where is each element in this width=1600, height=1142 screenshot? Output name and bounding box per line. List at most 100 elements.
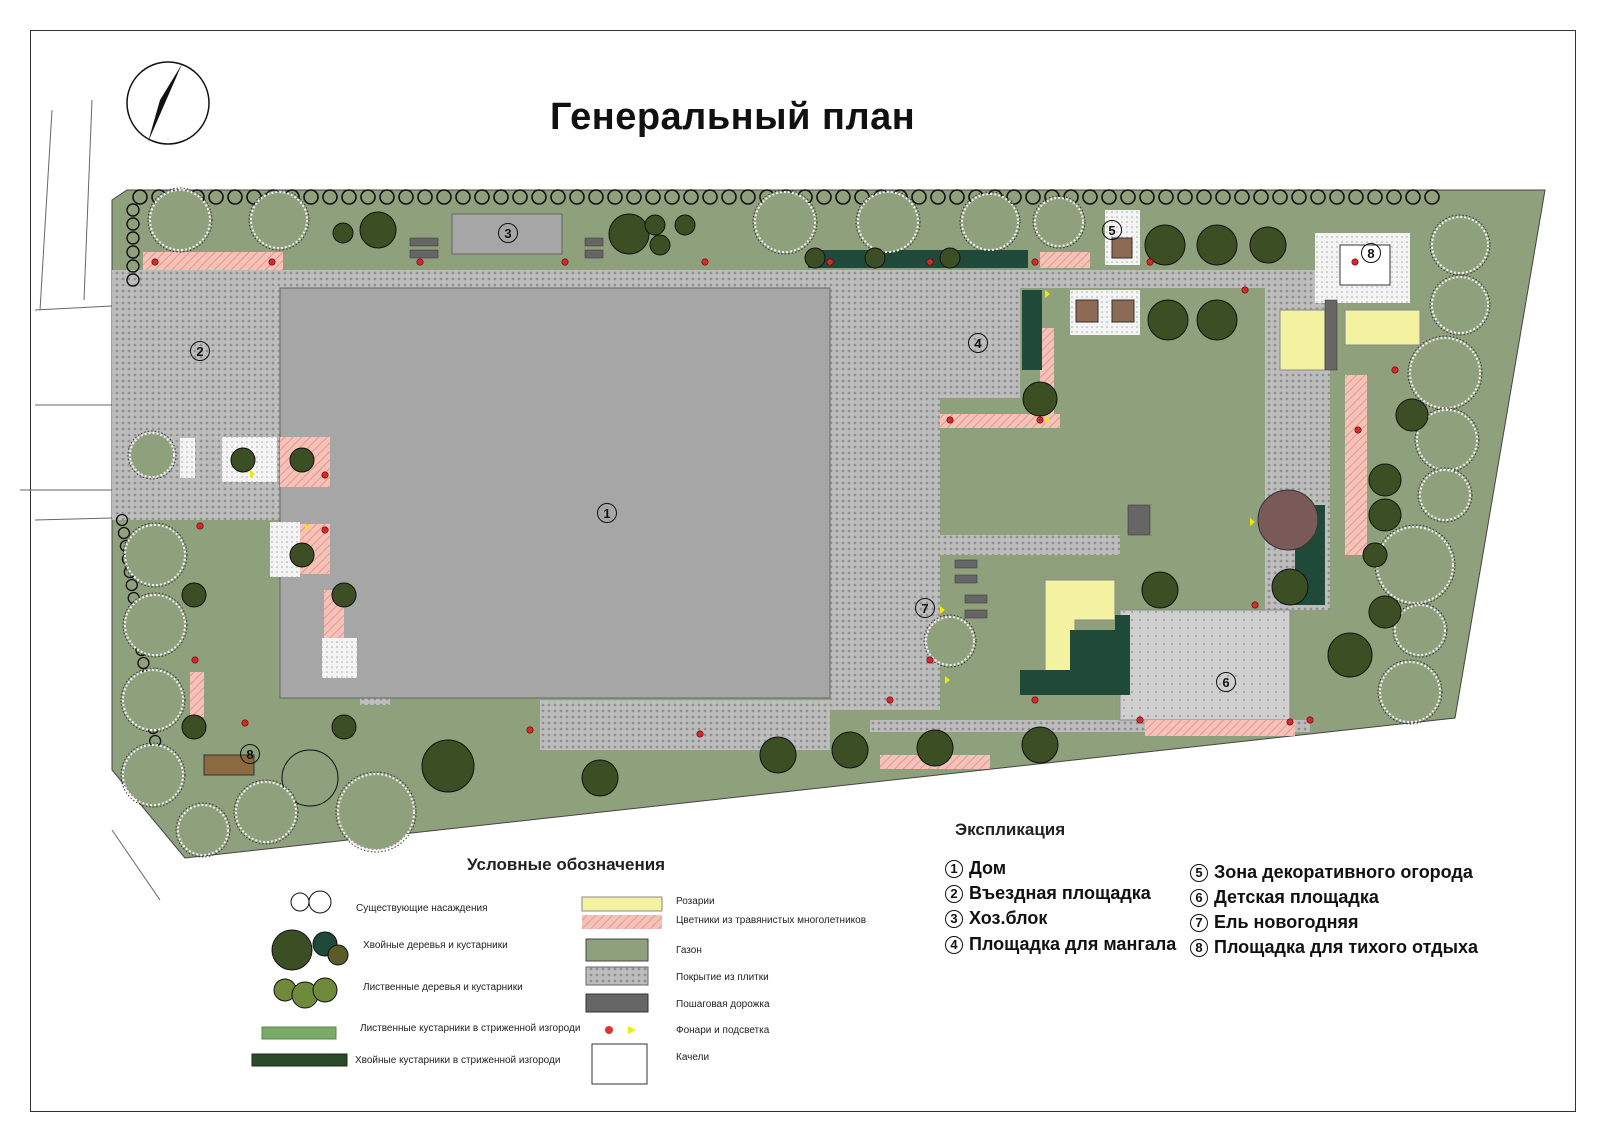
hedge-shrub-icon (1405, 189, 1421, 205)
hedge-shrub-icon (1025, 189, 1041, 205)
conifer-tree-icon (1021, 726, 1059, 764)
legend-existing-trees: Существующие насаждения (356, 903, 488, 914)
drawing-frame (30, 30, 1576, 1112)
hedge-shrub-icon (341, 189, 357, 205)
hedge-shrub-icon (1215, 189, 1231, 205)
hedge-shrub-icon (1177, 189, 1193, 205)
hedge-shrub-icon (1424, 189, 1440, 205)
gazebo (1257, 489, 1319, 551)
deciduous-tree-outline (122, 592, 188, 658)
plan-marker-rest-sw: 8 (240, 744, 260, 764)
conifer-tree-icon (1368, 463, 1402, 497)
hedge-shrub-icon (1234, 189, 1250, 205)
hedge-shrub-icon (930, 189, 946, 205)
lamp-icon (191, 656, 199, 664)
page-title: Генеральный план (550, 96, 916, 138)
deciduous-tree-icon (149, 189, 211, 251)
lamp-icon (526, 726, 534, 734)
lamp-icon (1286, 718, 1294, 726)
legend-conifers: Хвойные деревья и кустарники (363, 940, 508, 951)
conifer-tree-icon (649, 234, 671, 256)
conifer-tree-icon (1362, 542, 1388, 568)
conifer-tree-icon (674, 214, 696, 236)
vegetable-boxes (1075, 237, 1135, 323)
conifer-tree-icon (1141, 571, 1179, 609)
hedge-shrub-icon (1253, 189, 1269, 205)
lamp-icon (151, 258, 159, 266)
conifer-tree-icon (1022, 381, 1058, 417)
plan-marker-garden: 5 (1102, 220, 1122, 240)
deciduous-tree-icon (337, 773, 415, 851)
hedge-shrub-icon (1329, 189, 1345, 205)
conifer-tree-icon (831, 731, 869, 769)
conifer-tree-icon (359, 211, 397, 249)
lamp-icon (1306, 716, 1314, 724)
conifer-tree-icon (916, 729, 954, 767)
hedge-shrub-icon (645, 189, 661, 205)
conifer-tree-icon (181, 714, 207, 740)
legend-title: Условные обозначения (467, 855, 666, 874)
hedge-shrub-icon (664, 189, 680, 205)
street-lines (20, 99, 161, 901)
hedge-shrub-icon (398, 189, 414, 205)
conifer-tree-icon (421, 739, 475, 793)
conifer-tree-icon (1196, 299, 1238, 341)
deciduous-tree-outline (1429, 214, 1491, 276)
legend-tile: Покрытие из плитки (676, 972, 769, 983)
hedge-shrub-icon (126, 259, 140, 273)
deciduous-tree-icon (754, 191, 816, 253)
lamp-icon (926, 656, 934, 664)
deciduous-tree-outline (1374, 524, 1456, 606)
hedge-shrub-icon (740, 189, 756, 205)
legend-lawn: Газон (676, 945, 702, 956)
hedge-shrub-icon (1386, 189, 1402, 205)
deciduous-tree-outline (1417, 467, 1473, 523)
deciduous-tree-icon (961, 193, 1019, 251)
hedge-shrub-icon (360, 189, 376, 205)
hedge-shrub-icon (1272, 189, 1288, 205)
hedge-shrub-icon (1120, 189, 1136, 205)
lamp-icon (1351, 258, 1359, 266)
hedge-shrub-icon (379, 189, 395, 205)
lamp-icon (1241, 286, 1249, 294)
deciduous-tree-outline (233, 779, 299, 845)
deciduous-tree-outline (923, 614, 977, 668)
plan-marker-entry: 2 (190, 341, 210, 361)
hedge-shrub-icon (115, 513, 129, 527)
spotlight-icon (1250, 518, 1255, 526)
deciduous-tree-icon (235, 781, 297, 843)
hedge-shrub-icon (569, 189, 585, 205)
hedge-shrub-icon (132, 189, 148, 205)
conifer-tree-icon (1196, 224, 1238, 266)
hedge-shrub-icon (455, 189, 471, 205)
conifer-tree-icon (331, 582, 357, 608)
hedge-shrub-icon (626, 189, 642, 205)
deciduous-tree-outline (1377, 659, 1443, 725)
deciduous-tree-outline (1429, 274, 1491, 336)
lamp-icon (416, 258, 424, 266)
deciduous-tree-outline (1392, 602, 1448, 658)
conifer-tree-icon (181, 582, 207, 608)
lamp-icon (196, 522, 204, 530)
hedge-shrub-icon (1310, 189, 1326, 205)
legend-flowerbed: Цветники из травянистых многолетников (676, 915, 867, 926)
legend-lamps: Фонари и подсветка (676, 1025, 770, 1036)
lamp-icon (701, 258, 709, 266)
hedge-shrub-icon (683, 189, 699, 205)
hedge-shrub-icon (607, 189, 623, 205)
hedge-shrub-icon (208, 189, 224, 205)
hedge-shrub-icon (126, 273, 140, 287)
house-footprint (279, 287, 831, 699)
conifer-tree-icon (1249, 226, 1287, 264)
lamp-icon (321, 471, 329, 479)
rosaries (1044, 309, 1421, 686)
lamp-icon (241, 719, 249, 727)
conifer-tree-icon (331, 714, 357, 740)
